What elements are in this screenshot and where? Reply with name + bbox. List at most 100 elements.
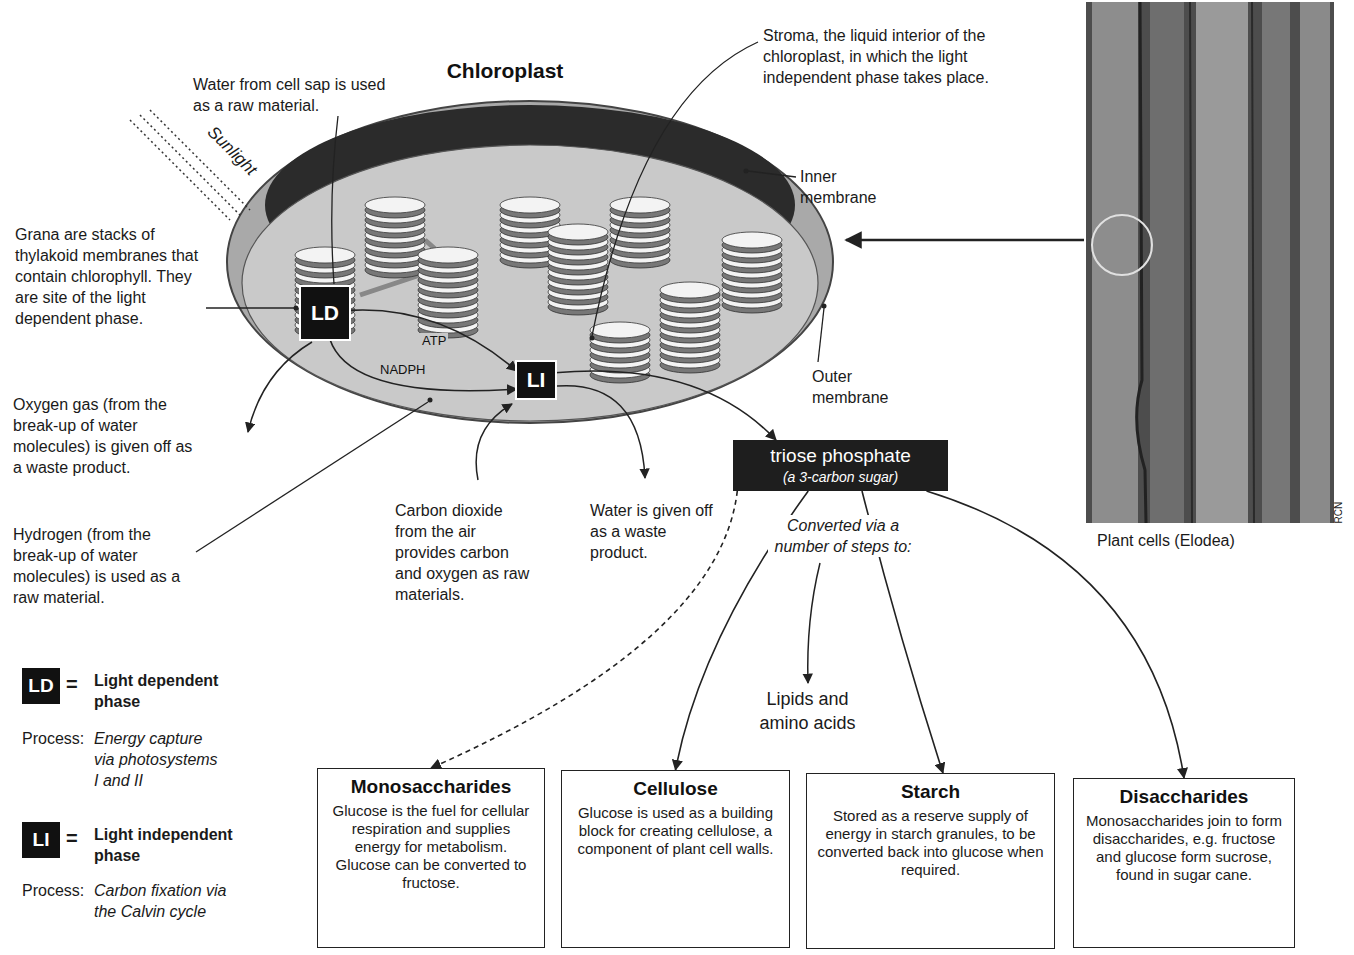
label-slot: Stroma, the liquid interior of the chlor…: [763, 25, 1041, 88]
label-slot: RCN: [1332, 502, 1345, 524]
thylakoid: [660, 282, 720, 298]
label-slot: Outer membrane: [812, 366, 912, 408]
leader-dot: [294, 306, 299, 311]
callout-text: Grana are stacks of thylakoid membranes …: [15, 224, 203, 330]
label-slot: Process:: [22, 880, 84, 901]
label-slot: Inner membrane: [800, 166, 900, 208]
callout-text: Water from cell sap is used as a raw mat…: [193, 74, 398, 116]
thylakoid: [548, 224, 608, 240]
callout-text: Oxygen gas (from the break-up of water m…: [13, 394, 201, 478]
label-slot: Grana are stacks of thylakoid membranes …: [15, 224, 203, 330]
box-heading: Monosaccharides: [327, 775, 535, 800]
key-process-label: Process:: [22, 880, 84, 901]
credit-mark: RCN: [1332, 502, 1345, 524]
outer-membrane: [227, 101, 833, 423]
key-box: LI: [22, 822, 60, 858]
product-label: Lipids and amino acids: [740, 688, 875, 736]
product-box: DisaccharidesMonosaccharides join to for…: [1073, 778, 1295, 948]
granum: [590, 322, 650, 383]
product-box: CelluloseGlucose is used as a building b…: [561, 770, 790, 948]
label-slot: Carbon fixation via the Calvin cycle: [94, 880, 234, 922]
phase-code: LD: [311, 301, 339, 325]
label-slot: Hydrogen (from the break-up of water mol…: [13, 524, 188, 608]
micrograph: [1086, 2, 1334, 523]
product-box: StarchStored as a reserve supply of ener…: [806, 773, 1055, 949]
thylakoid: [500, 197, 560, 213]
label-slot: NADPH: [378, 362, 428, 377]
product-box: MonosaccharidesGlucose is the fuel for c…: [317, 768, 545, 948]
label-slot: =: [66, 825, 78, 851]
leader-line: [818, 308, 824, 362]
key-process-label: Process:: [22, 728, 84, 749]
label-slot: Water is given off as a waste product.: [590, 500, 715, 563]
key-process: Energy capture via photosystems I and II: [94, 728, 224, 791]
leader-dot: [428, 398, 433, 403]
stroma: [242, 145, 818, 421]
thylakoid: [722, 232, 782, 248]
edge-label: ATP: [420, 333, 448, 348]
granum: [722, 232, 782, 313]
granum: [610, 197, 670, 268]
thylakoid: [295, 247, 355, 263]
label-slot: ATP: [420, 333, 448, 348]
callout-text: Hydrogen (from the break-up of water mol…: [13, 524, 188, 608]
box-heading: Disaccharides: [1083, 785, 1285, 810]
box-body: Stored as a reserve supply of energy in …: [816, 807, 1045, 879]
label-slot: Process:: [22, 728, 84, 749]
label-slot: =: [66, 671, 78, 697]
product-box: triose phosphate(a 3-carbon sugar): [733, 440, 948, 491]
label-slot: Oxygen gas (from the break-up of water m…: [13, 394, 201, 478]
key-equals: =: [66, 825, 78, 851]
label-slot: Light independent phase: [94, 824, 269, 866]
thylakoid: [418, 247, 478, 263]
key-equals: =: [66, 671, 78, 697]
box-heading: triose phosphate: [739, 444, 942, 468]
granum: [295, 247, 355, 338]
phase-code: LD: [28, 675, 53, 697]
box-body: Monosaccharides join to form disaccharid…: [1083, 812, 1285, 884]
part-name: Inner membrane: [800, 166, 900, 208]
key-term: Light independent phase: [94, 824, 269, 866]
leader-dot: [822, 304, 827, 309]
key-process: Carbon fixation via the Calvin cycle: [94, 880, 234, 922]
cell-band: [1262, 2, 1290, 523]
callout-text: Carbon dioxide from the air provides car…: [395, 500, 537, 606]
granum: [548, 224, 608, 315]
label-slot: Converted via a number of steps to:: [768, 515, 918, 557]
box-body: Glucose is used as a building block for …: [571, 804, 780, 858]
phase-code: LI: [527, 368, 546, 392]
cell-band: [1092, 2, 1138, 523]
granum: [660, 282, 720, 373]
phase-box: LD: [301, 287, 349, 339]
thylakoid: [590, 322, 650, 338]
thylakoid: [610, 197, 670, 213]
box-heading: Starch: [816, 780, 1045, 805]
box-heading: Cellulose: [571, 777, 780, 802]
phase-box: LI: [517, 362, 555, 398]
chloroplast-highlight: [1092, 215, 1152, 275]
leader-line: [196, 402, 428, 552]
label-slot: Plant cells (Elodea): [1097, 530, 1327, 551]
figure-caption: Plant cells (Elodea): [1097, 530, 1327, 551]
granum: [365, 197, 425, 278]
label-slot: Light dependent phase: [94, 670, 264, 712]
label-slot: Energy capture via photosystems I and II: [94, 728, 224, 791]
zoom-arrow: [846, 239, 1084, 242]
lipid-arrow: [808, 563, 820, 683]
edge-label: NADPH: [378, 362, 428, 377]
part-name: Outer membrane: [812, 366, 912, 408]
callout-text: Stroma, the liquid interior of the chlor…: [763, 25, 1041, 88]
leader-dot: [744, 169, 749, 174]
flow-note: Converted via a number of steps to:: [768, 515, 918, 557]
label-slot: Water from cell sap is used as a raw mat…: [193, 74, 398, 116]
cell-wall: [1137, 2, 1146, 523]
leader-line: [206, 307, 295, 308]
granum: [418, 247, 478, 338]
box-body: Glucose is the fuel for cellular respira…: [327, 802, 535, 892]
phase-code: LI: [33, 829, 50, 851]
cell-band: [1150, 2, 1184, 523]
label-slot: Carbon dioxide from the air provides car…: [395, 500, 537, 606]
flow-arrow: [431, 491, 737, 768]
cell-band: [1196, 2, 1248, 523]
key-term: Light dependent phase: [94, 670, 264, 712]
